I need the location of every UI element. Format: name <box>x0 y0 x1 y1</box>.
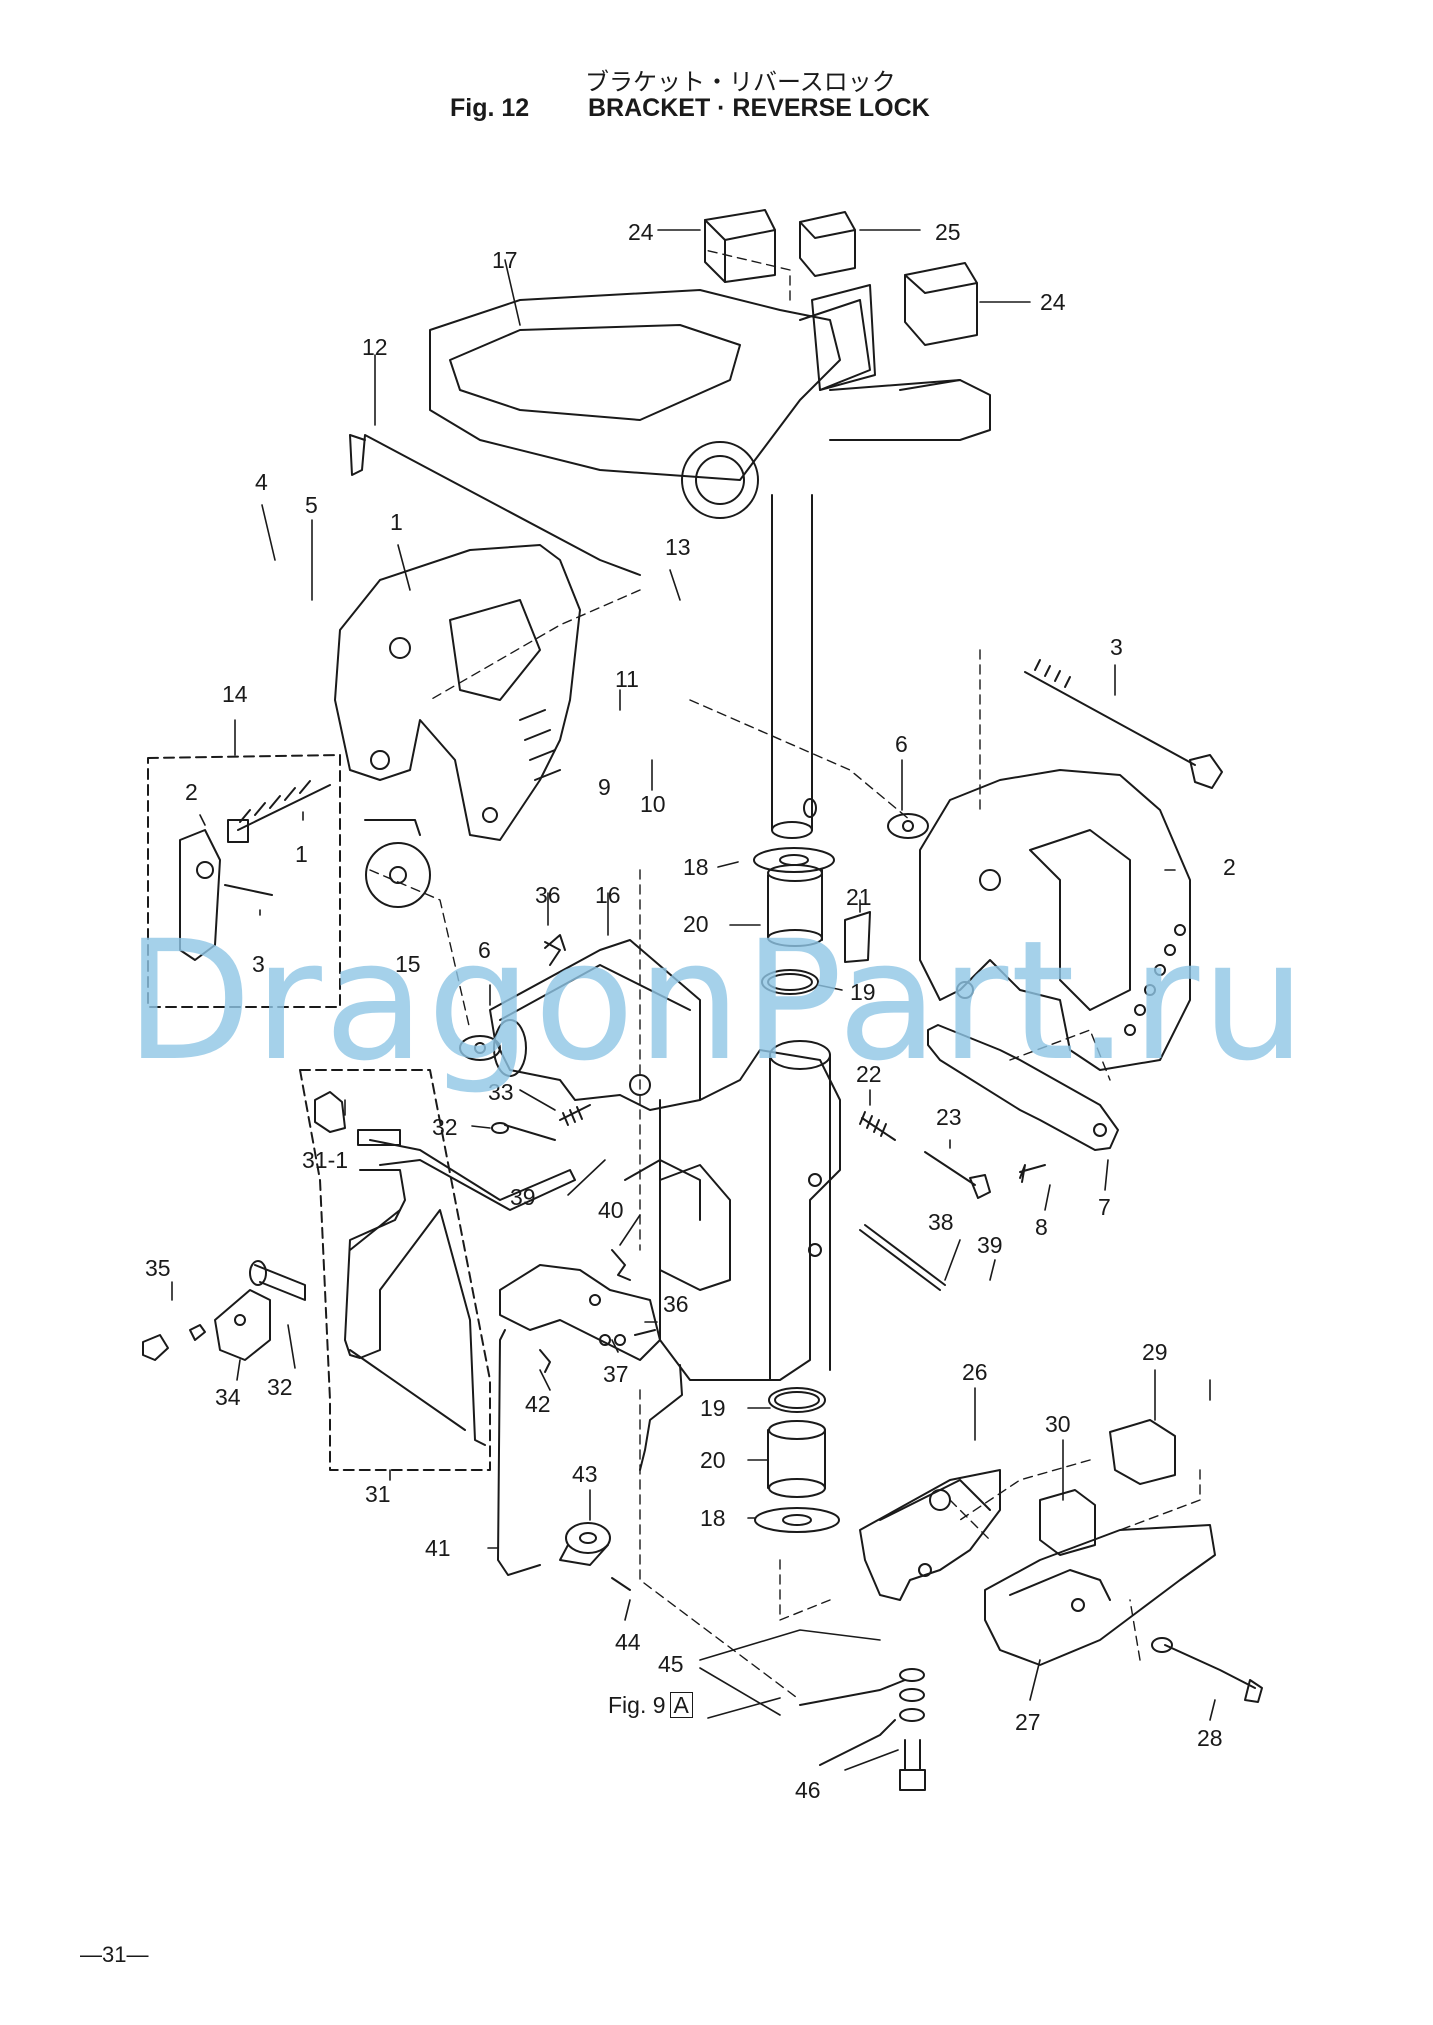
part-label: 1 <box>295 841 308 867</box>
part-label: 40 <box>598 1197 624 1223</box>
leader-lines <box>171 229 1216 1771</box>
clamp-bracket-right-part <box>919 769 1191 1071</box>
tilt-rod-part <box>349 434 641 576</box>
part-label: 31 <box>365 1481 391 1507</box>
part-label: 36 <box>535 882 561 908</box>
figure-number: Fig. 12 <box>450 94 530 122</box>
part-label: 18 <box>700 1505 726 1531</box>
figure-title-japanese: ブラケット・リバースロック <box>585 68 896 96</box>
stopper-part <box>859 1419 1263 1703</box>
part-label: 14 <box>222 681 248 707</box>
screw-part <box>1019 1164 1046 1183</box>
ground-lead-part <box>639 1364 906 1766</box>
reverse-lock-lever-part <box>299 1069 576 1471</box>
part-label: 35 <box>145 1255 171 1281</box>
part-label: 10 <box>640 791 666 817</box>
part-label: 22 <box>856 1061 882 1087</box>
bushing-set-lower <box>754 1387 840 1533</box>
part-label: 45 <box>658 1651 684 1677</box>
part-label: 20 <box>683 911 709 937</box>
part-label: 36 <box>663 1291 689 1317</box>
part-label: 16 <box>595 882 621 908</box>
reverse-lock-plate-part <box>927 1024 1119 1151</box>
part-label: 43 <box>572 1461 598 1487</box>
part-label: 32 <box>432 1114 458 1140</box>
grease-fitting-parts <box>539 934 656 1373</box>
part-label: 9 <box>598 774 611 800</box>
part-label: 12 <box>362 334 388 360</box>
bolt-part <box>1024 659 1223 789</box>
thrust-washer-part <box>364 819 431 908</box>
part-label: 4 <box>255 469 268 495</box>
figure-reference-box: A <box>669 1692 693 1718</box>
swivel-bracket-part <box>429 289 991 519</box>
part-label: 25 <box>935 219 961 245</box>
part-label: 8 <box>1035 1214 1048 1240</box>
part-label: 23 <box>936 1104 962 1130</box>
figure-title: BRACKET · REVERSE LOCK <box>588 94 930 122</box>
lock-bracket-part <box>499 1264 661 1361</box>
part-label: 3 <box>1110 634 1123 660</box>
part-label: 13 <box>665 534 691 560</box>
steering-shaft-part <box>771 494 817 839</box>
ground-bolt-part <box>899 1668 926 1791</box>
part-label: 31-1 <box>302 1147 348 1173</box>
collar-part <box>559 1522 631 1591</box>
bushing-set-upper <box>753 847 871 995</box>
part-label: 38 <box>928 1209 954 1235</box>
shaft-pin-part <box>859 1224 946 1291</box>
part-label: 33 <box>488 1079 514 1105</box>
part-label: 26 <box>962 1359 988 1385</box>
part-label: 6 <box>895 731 908 757</box>
clamp-screw-part <box>147 754 341 1008</box>
clamp-bracket-left-part <box>334 544 581 841</box>
part-label: 34 <box>215 1384 241 1410</box>
part-label: 24 <box>1040 289 1066 315</box>
part-label: 20 <box>700 1447 726 1473</box>
part-label: 1 <box>390 509 403 535</box>
part-label: 21 <box>846 884 872 910</box>
part-label: 2 <box>1223 854 1236 880</box>
part-label: 37 <box>603 1361 629 1387</box>
part-label: 11 <box>615 666 639 692</box>
lock-spring-part <box>611 1249 631 1281</box>
part-label: 18 <box>683 854 709 880</box>
relation-lines <box>369 249 1201 1701</box>
part-label: 32 <box>267 1374 293 1400</box>
figure-reference-text: Fig. 9 <box>608 1692 666 1718</box>
part-label: 15 <box>395 951 421 977</box>
part-label: 3 <box>252 951 265 977</box>
part-label: 17 <box>492 247 518 273</box>
lock-rod-part <box>497 1329 541 1576</box>
part-label: 24 <box>628 219 654 245</box>
part-label: 27 <box>1015 1709 1041 1735</box>
part-label: 46 <box>795 1777 821 1803</box>
hinge-pin-parts <box>142 1122 556 1361</box>
part-label: 39 <box>510 1184 536 1210</box>
washer-parts <box>459 813 929 1061</box>
part-label: 7 <box>1098 1194 1111 1220</box>
part-label: 30 <box>1045 1411 1071 1437</box>
rubber-mount-parts <box>704 209 978 391</box>
part-label: 42 <box>525 1391 551 1417</box>
part-label: 29 <box>1142 1339 1168 1365</box>
part-label: 2 <box>185 779 198 805</box>
swivel-housing-part <box>489 939 841 1381</box>
part-label: 39 <box>977 1232 1003 1258</box>
spring-parts <box>544 941 991 1199</box>
part-label: 19 <box>850 979 876 1005</box>
page-number: —31— <box>80 1942 149 1967</box>
part-label: 6 <box>478 937 491 963</box>
part-label: 28 <box>1197 1725 1223 1751</box>
part-label: 5 <box>305 492 318 518</box>
watermark: DragonPart.ru <box>125 905 1308 1097</box>
part-label: 41 <box>425 1535 451 1561</box>
part-label: 19 <box>700 1395 726 1421</box>
part-label: 44 <box>615 1629 641 1655</box>
